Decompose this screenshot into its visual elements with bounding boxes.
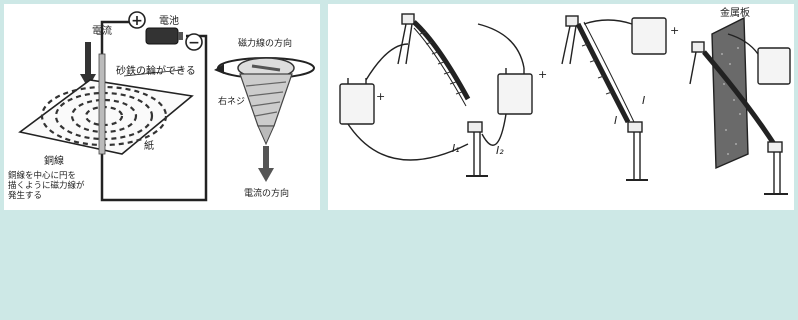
label-i-setup2-right: I: [642, 94, 645, 107]
label-metal-plate: 金属板: [720, 6, 750, 19]
copper-wire: [98, 53, 106, 155]
label-i2: I₂: [496, 144, 504, 157]
setup-2: [561, 15, 667, 181]
battery-icon: [145, 27, 179, 45]
label-wire: 銅線: [44, 154, 64, 167]
battery-1-plus: +: [376, 90, 385, 103]
setup-2-ticks: [581, 43, 613, 95]
caption-line-1: 銅線を中心に円を: [8, 170, 76, 181]
label-field-direction: 磁力線の方向: [238, 37, 292, 49]
screw-threads: [245, 81, 287, 117]
label-i1: I₁: [452, 142, 460, 155]
metal-plate: [711, 16, 749, 170]
setup-3: [689, 16, 791, 195]
minus-terminal-icon: [185, 33, 203, 51]
label-battery: 電池: [159, 14, 179, 27]
plus-terminal-icon: [128, 11, 146, 29]
screw-slot: [251, 64, 281, 72]
field-arrow-icon: [214, 64, 224, 74]
setup-1-ticks: [419, 31, 463, 95]
current-direction-arrow-icon: [258, 168, 274, 182]
screw-tip-icon: [257, 125, 275, 146]
iron-ring-pointer: [123, 69, 183, 77]
battery-3-plus: +: [670, 24, 679, 37]
caption-line-2: 描くように磁力線が: [8, 180, 85, 191]
caption-line-3: 発生する: [8, 190, 42, 201]
label-iron-ring: 砂鉄の輪ができる: [116, 64, 196, 77]
paper-sheet: [18, 79, 194, 155]
metal-plate-dots: [721, 47, 741, 155]
parallel-wires-illustration: I₁ I₂ + + I I +: [339, 6, 791, 195]
label-i-setup2-left: I: [614, 114, 617, 127]
battery-2-plus: +: [538, 68, 547, 81]
setup-1: [339, 13, 533, 177]
plus-sign: +: [131, 13, 143, 29]
iron-filings-diagram: + − 電流 電池 砂鉄の輪ができる 紙 銅線 銅線を中心に円を 描くように磁力…: [8, 11, 315, 202]
label-screw: 右ネジ: [218, 95, 245, 107]
minus-sign: −: [188, 35, 200, 51]
iron-filings-diagram-panel: + − 電流 電池 砂鉄の輪ができる 紙 銅線 銅線を中心に円を 描くように磁力…: [4, 4, 320, 210]
parallel-wires-illustration-panel: I₁ I₂ + + I I +: [328, 4, 794, 210]
label-current-direction: 電流の方向: [244, 187, 289, 199]
battery-terminal: [178, 32, 183, 40]
label-current: 電流: [92, 24, 112, 37]
label-paper: 紙: [144, 139, 154, 152]
